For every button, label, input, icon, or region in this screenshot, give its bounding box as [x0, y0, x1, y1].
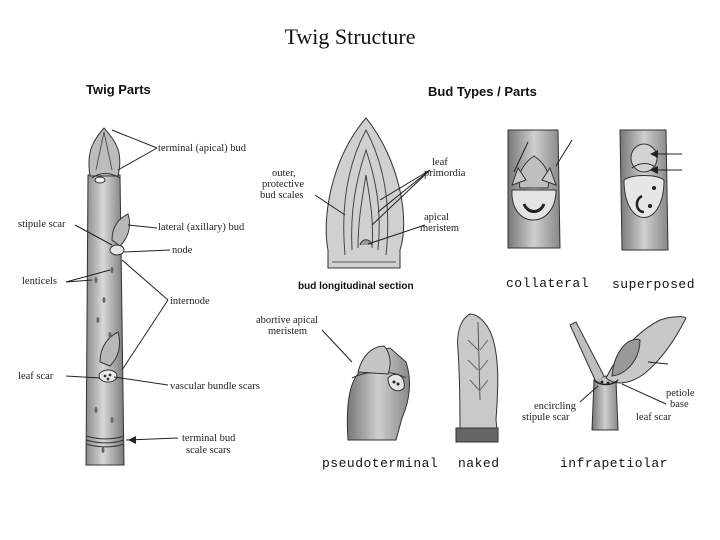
- main-twig: [85, 127, 131, 466]
- collateral-drawing: [507, 129, 561, 249]
- caption-superposed: superposed: [612, 277, 696, 292]
- label-stipule-scar: stipule scar: [18, 219, 66, 230]
- naked-drawing: [455, 313, 499, 443]
- section-caption: bud longitudinal section: [298, 281, 414, 292]
- label-internode: internode: [170, 296, 210, 307]
- label-infrapetiolar-leaf-scar: leaf scar: [636, 412, 672, 423]
- label-outer-3: bud scales: [260, 190, 304, 201]
- label-lateral-bud: lateral (axillary) bud: [158, 222, 245, 233]
- label-petiole-2: base: [670, 399, 689, 410]
- superposed-drawing: [619, 129, 669, 251]
- label-terminal-bud-scale-scars-2: scale scars: [186, 445, 231, 456]
- label-outer-1: outer,: [272, 168, 296, 179]
- label-apical-2: meristem: [420, 223, 460, 234]
- label-node: node: [172, 245, 193, 256]
- label-vascular-bundle-scars: vascular bundle scars: [170, 381, 260, 392]
- scale-scar-arrowhead: [128, 436, 136, 444]
- twig-parts-heading: Twig Parts: [86, 82, 151, 97]
- infrapetiolar-drawing: [569, 316, 687, 431]
- caption-pseudoterminal: pseudoterminal: [322, 456, 439, 471]
- label-leaf-1: leaf: [432, 157, 448, 168]
- page-title: Twig Structure: [284, 24, 416, 49]
- pseudoterminal-drawing: [346, 345, 410, 441]
- label-terminal-bud: terminal (apical) bud: [158, 143, 247, 154]
- label-aborted-1: abortive apical: [256, 315, 319, 326]
- label-lenticels: lenticels: [22, 276, 57, 287]
- label-apical-1: apical: [424, 212, 450, 223]
- caption-infrapetiolar: infrapetiolar: [560, 456, 668, 471]
- bud-types-heading: Bud Types / Parts: [428, 84, 537, 99]
- label-leaf-2: primordia: [424, 168, 466, 179]
- label-outer-2: protective: [262, 179, 304, 190]
- caption-collateral: collateral: [506, 276, 590, 291]
- twig-pointer-lines: [65, 129, 179, 441]
- label-leaf-scar: leaf scar: [18, 371, 54, 382]
- section-pointer-lines: [314, 169, 431, 245]
- label-encircling-2: stipule scar: [522, 412, 570, 423]
- label-terminal-bud-scale-scars-1: terminal bud: [182, 433, 236, 444]
- caption-naked: naked: [458, 456, 500, 471]
- bud-section-drawing: [325, 117, 405, 269]
- infrapetiolar-pointers: [579, 361, 669, 405]
- label-petiole-1: petiole: [666, 388, 695, 399]
- label-aborted-2: meristem: [268, 326, 308, 337]
- collateral-pointers: [513, 139, 573, 173]
- label-encircling-1: encircling: [534, 401, 576, 412]
